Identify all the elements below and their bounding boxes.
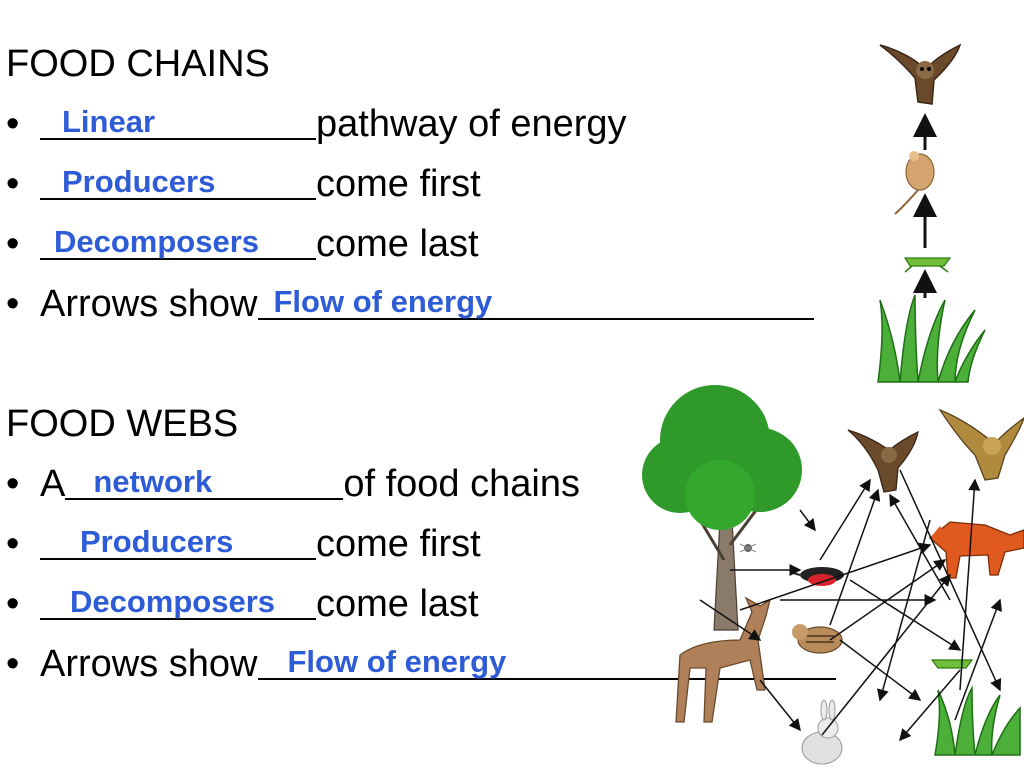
chain-answer-decomposers: Decomposers	[54, 224, 260, 259]
food-webs-heading: FOOD WEBS	[6, 403, 239, 445]
web-answer-network: network	[93, 464, 213, 499]
tree-icon	[642, 385, 802, 631]
chain-bullet-2: •Producers come first	[6, 162, 481, 206]
web-arrows	[699, 469, 1002, 742]
chain-blank-2: Producers	[40, 164, 316, 200]
web-answer-producers: Producers	[80, 524, 234, 559]
chain-bullet-4: •Arrows show Flow of energy	[6, 282, 814, 326]
chain-blank-1: Linear	[40, 104, 316, 140]
chipmunk-icon	[792, 624, 843, 654]
grass-icon	[934, 685, 1021, 756]
web-bullet-4: •Arrows show Flow of energy	[6, 642, 836, 686]
web-blank-2: Producers	[40, 524, 316, 560]
hawk-icon	[938, 408, 1024, 481]
web-bullet-1: •A network of food chains	[6, 462, 580, 506]
owl-icon	[847, 429, 919, 493]
web-blank-4: Flow of energy	[257, 644, 836, 680]
bird-icon	[789, 567, 844, 586]
food-web-illustration	[642, 385, 1024, 765]
fox-icon	[928, 521, 1024, 579]
web-blank-3: Decomposers	[40, 584, 316, 620]
rabbit-icon	[801, 699, 843, 765]
mouse-icon	[894, 151, 935, 215]
chain-answer-flow: Flow of energy	[273, 284, 493, 319]
chain-answer-producers: Producers	[62, 164, 216, 199]
chain-answer-linear: Linear	[62, 104, 156, 139]
chain-bullet-1: •Linear pathway of energy	[6, 102, 627, 146]
web-answer-decomposers: Decomposers	[70, 584, 276, 619]
food-chains-heading: FOOD CHAINS	[6, 43, 270, 85]
grasshopper-icon	[930, 659, 974, 669]
owl-icon	[879, 43, 962, 105]
chain-bullet-3: •Decomposers come last	[6, 222, 479, 266]
web-blank-1: network	[65, 464, 344, 500]
food-chain-illustration	[877, 43, 986, 383]
deer-icon	[675, 596, 772, 723]
web-answer-flow: Flow of energy	[287, 644, 507, 679]
web-bullet-2: •Producers come first	[6, 522, 481, 566]
grasshopper-icon	[903, 257, 952, 273]
chain-blank-3: Decomposers	[40, 224, 316, 260]
grass-icon	[877, 294, 986, 383]
spider-icon	[739, 543, 757, 553]
chain-blank-4: Flow of energy	[257, 284, 814, 320]
